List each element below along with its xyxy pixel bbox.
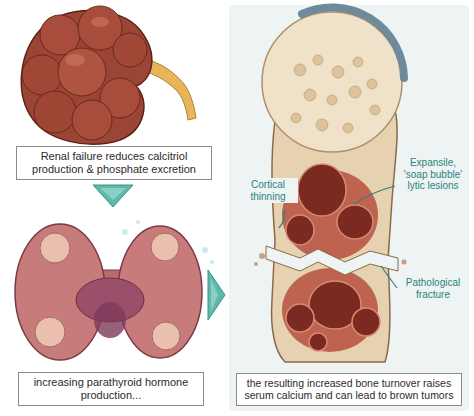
callout-label: Expansile, 'soap bubble' lytic lesions [398,156,468,193]
flow-arrow [208,270,225,320]
flow-arrow [93,185,133,207]
caption-text: increasing parathyroid hormone productio… [18,372,204,406]
callout-label: Cortical thinning [238,178,298,203]
caption-text: Renal failure reduces calcitriol product… [16,146,212,180]
stage-panel: increasing parathyroid hormone productio… [10,210,206,408]
callout-label: Pathological fracture [400,276,466,301]
bone-panel [228,4,470,412]
parathyroid-glands [15,220,214,360]
stage-panel: the resulting increased bone turnover ra… [228,4,470,412]
kidney [21,6,196,144]
stage-panel: Renal failure reduces calcitriol product… [10,4,218,182]
caption-text: the resulting increased bone turnover ra… [236,373,462,406]
